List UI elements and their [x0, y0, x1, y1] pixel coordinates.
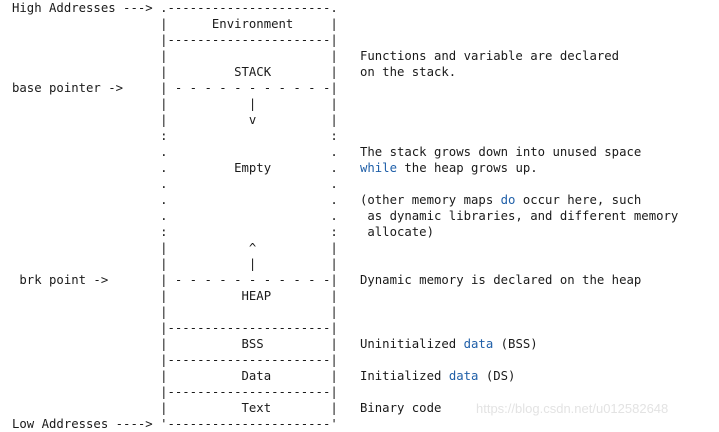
diagram-text: . . as dynamic libraries, and different …	[12, 209, 679, 223]
diagram-line: |----------------------|	[12, 352, 338, 368]
diagram-text: base pointer -> | - - - - - - - - - - -|	[12, 81, 338, 95]
diagram-line: | ^ |	[12, 240, 338, 256]
diagram-text: : :	[12, 129, 338, 143]
keyword-text: data	[463, 337, 494, 351]
diagram-line: | | |	[12, 256, 338, 272]
diagram-line: | Text | Binary code	[12, 400, 441, 416]
diagram-line: Low Addresses ----> '-------------------…	[12, 416, 338, 432]
diagram-text: |----------------------|	[12, 33, 338, 47]
diagram-text: | BSS | Uninitialized	[12, 337, 464, 351]
diagram-line: |----------------------|	[12, 384, 338, 400]
diagram-text: | |	[12, 305, 338, 319]
diagram-line: | BSS | Uninitialized data (BSS)	[12, 336, 538, 352]
diagram-text: . .	[12, 177, 338, 191]
keyword-text: data	[448, 369, 479, 383]
diagram-text: (DS)	[478, 369, 516, 383]
diagram-line: | HEAP |	[12, 288, 338, 304]
keyword-text: while	[359, 161, 397, 175]
diagram-text: | ^ |	[12, 241, 338, 255]
diagram-line: . . The stack grows down into unused spa…	[12, 144, 641, 160]
diagram-text: |----------------------|	[12, 353, 338, 367]
diagram-line: | STACK | on the stack.	[12, 64, 456, 80]
diagram-line: brk point -> | - - - - - - - - - - -| Dy…	[12, 272, 641, 288]
diagram-line: | |	[12, 304, 338, 320]
diagram-text: Low Addresses ----> '-------------------…	[12, 417, 338, 431]
keyword-text: do	[500, 193, 516, 207]
diagram-line: | | |	[12, 96, 338, 112]
diagram-text: | | |	[12, 257, 338, 271]
diagram-text: |----------------------|	[12, 321, 338, 335]
diagram-text: | Text | Binary code	[12, 401, 442, 415]
diagram-line: | Environment |	[12, 16, 338, 32]
diagram-line: |----------------------|	[12, 320, 338, 336]
diagram-line: : :	[12, 128, 338, 144]
diagram-text: . . (other memory maps	[12, 193, 501, 207]
diagram-text: occur here, such	[515, 193, 642, 207]
diagram-line: | v |	[12, 112, 338, 128]
diagram-line: base pointer -> | - - - - - - - - - - -|	[12, 80, 338, 96]
diagram-text: (BSS)	[493, 337, 538, 351]
diagram-text: : : allocate)	[12, 225, 434, 239]
diagram-line: High Addresses ---> .-------------------…	[12, 0, 338, 16]
diagram-text: | HEAP |	[12, 289, 338, 303]
diagram-text: the heap grows up.	[397, 161, 538, 175]
diagram-text: | | Functions and variable are declared	[12, 49, 620, 63]
diagram-text: . Empty .	[12, 161, 360, 175]
diagram-line: . . (other memory maps do occur here, su…	[12, 192, 641, 208]
diagram-text: |----------------------|	[12, 385, 338, 399]
diagram-text: High Addresses ---> .-------------------…	[12, 1, 338, 15]
diagram-text: . . The stack grows down into unused spa…	[12, 145, 642, 159]
diagram-line: . . as dynamic libraries, and different …	[12, 208, 678, 224]
diagram-text: | Environment |	[12, 17, 338, 31]
diagram-text: brk point -> | - - - - - - - - - - -| Dy…	[12, 273, 642, 287]
diagram-line: : : allocate)	[12, 224, 434, 240]
diagram-line: |----------------------|	[12, 32, 338, 48]
watermark: https://blog.csdn.net/u012582648	[476, 401, 669, 416]
diagram-text: | Data | Initialized	[12, 369, 449, 383]
diagram-line: . .	[12, 176, 338, 192]
diagram-line: | Data | Initialized data (DS)	[12, 368, 515, 384]
diagram-line: . Empty . while the heap grows up.	[12, 160, 538, 176]
diagram-text: | v |	[12, 113, 338, 127]
diagram-text: | | |	[12, 97, 338, 111]
diagram-text: | STACK | on the stack.	[12, 65, 457, 79]
diagram-line: | | Functions and variable are declared	[12, 48, 619, 64]
